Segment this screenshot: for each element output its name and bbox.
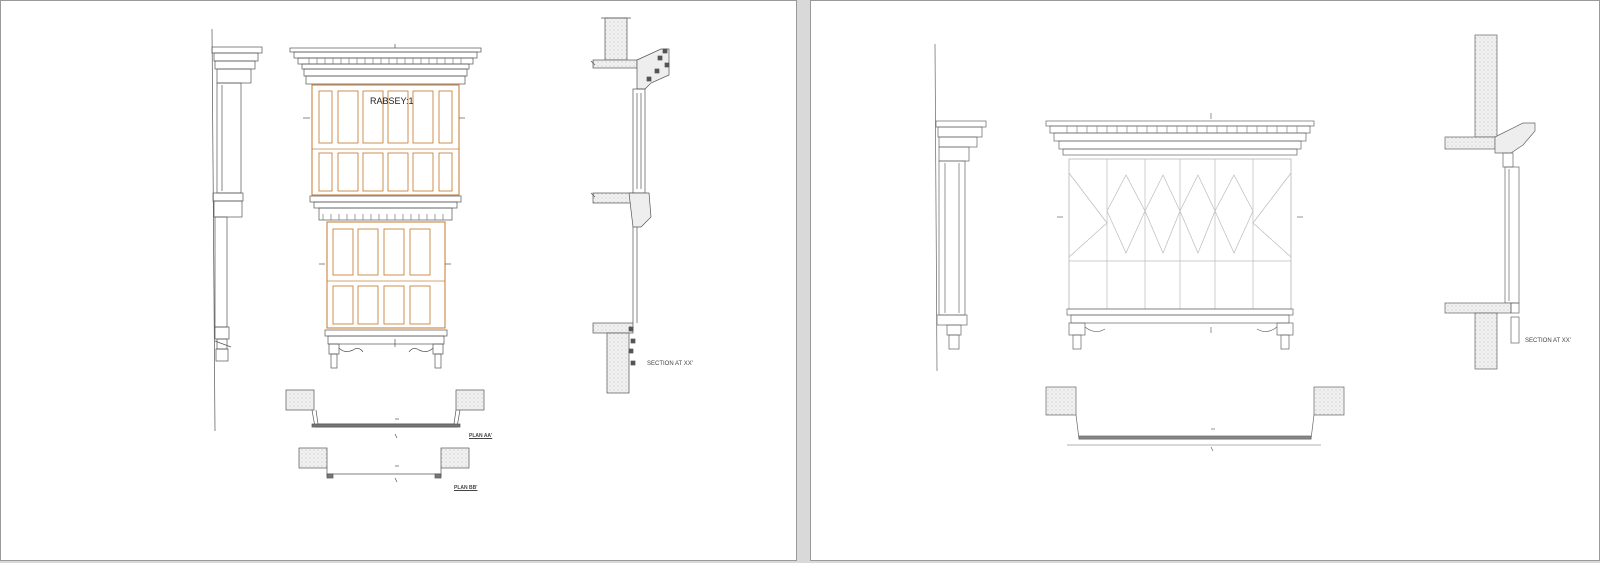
plan-bb — [298, 447, 470, 483]
bay-title: RABSEY:1 — [370, 96, 414, 106]
left-sheet-drawing — [211, 17, 670, 483]
front-elevation — [289, 44, 482, 369]
drawing-sheet-right: SECTION AT XX' — [810, 0, 1600, 561]
front-elevation-right — [1045, 113, 1315, 350]
section-label-right: SECTION AT XX' — [1525, 338, 1571, 344]
drawing-sheet-left: RABSEY:1 SECTION AT XX' PLAN AA' PLAN BB… — [0, 0, 797, 561]
section-xx — [590, 17, 670, 394]
plan-bb-label: PLAN BB' — [454, 485, 478, 491]
side-elevation-right — [934, 43, 987, 372]
side-elevation-left — [211, 28, 263, 432]
plan-aa-label: PLAN AA' — [469, 433, 493, 439]
section-label: SECTION AT XX' — [647, 361, 693, 367]
plan-aa — [285, 389, 485, 439]
plan-right — [1045, 386, 1345, 452]
right-sheet-drawing — [934, 34, 1536, 452]
section-right — [1444, 34, 1536, 370]
